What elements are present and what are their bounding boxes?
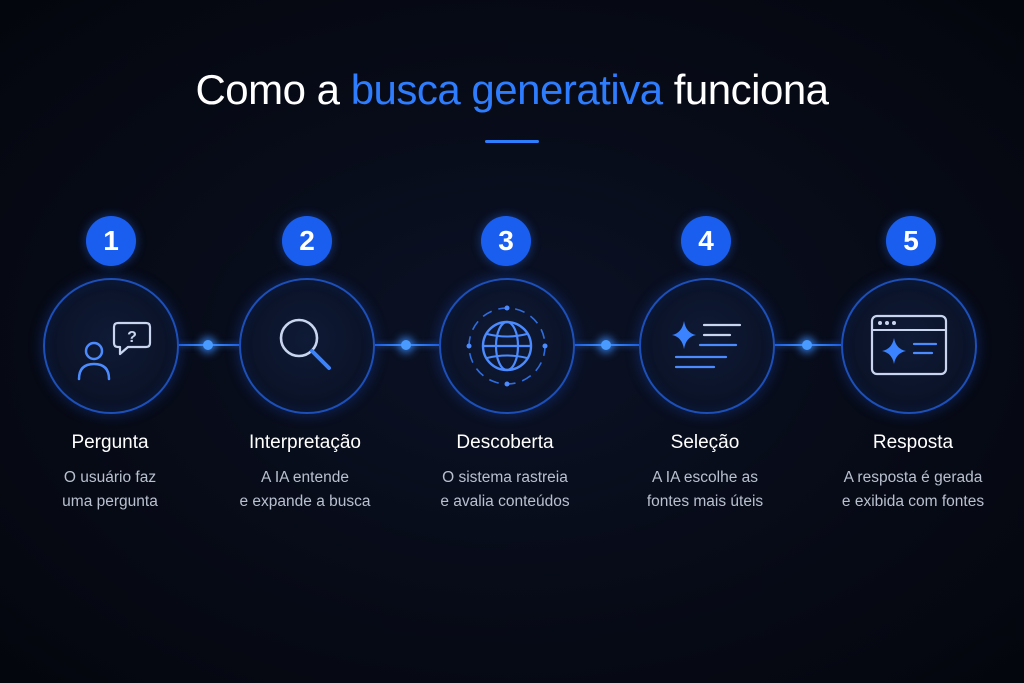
step-description: A IA escolhe as fontes mais úteis bbox=[605, 466, 805, 514]
step-icon-circle bbox=[639, 278, 775, 414]
connector-dot bbox=[401, 340, 411, 350]
connector-dot bbox=[802, 340, 812, 350]
title-part-1: Como a bbox=[195, 66, 351, 113]
browser-sparkle-icon bbox=[870, 314, 948, 376]
step-number-badge: 3 bbox=[481, 216, 531, 266]
title-part-2: funciona bbox=[662, 66, 829, 113]
title-underline bbox=[485, 140, 539, 143]
step-desc-line: O usuário faz bbox=[63, 469, 157, 486]
step-description: A IA entende e expande a busca bbox=[205, 466, 405, 514]
step-icon-circle bbox=[439, 278, 575, 414]
step-desc-line: O sistema rastreia bbox=[442, 469, 568, 486]
step-desc-line: A IA entende bbox=[261, 469, 349, 486]
connector-dot bbox=[203, 340, 213, 350]
step-desc-line: e avalia conteúdos bbox=[440, 493, 570, 510]
page-title: Como a busca generativa funciona bbox=[0, 62, 1024, 118]
step-icon-circle bbox=[841, 278, 977, 414]
step-desc-line: fontes mais úteis bbox=[646, 493, 764, 510]
step-title: Interpretação bbox=[249, 432, 361, 453]
globe-icon bbox=[466, 305, 548, 387]
step-number-badge: 5 bbox=[886, 216, 936, 266]
svg-text:?: ? bbox=[127, 329, 137, 346]
step-icon-circle: ? bbox=[43, 278, 179, 414]
connector-dot bbox=[601, 340, 611, 350]
step-title: Pergunta bbox=[71, 432, 149, 453]
step-number-badge: 1 bbox=[86, 216, 136, 266]
step-title: Descoberta bbox=[456, 432, 554, 453]
step-description: A resposta é gerada e exibida com fontes bbox=[813, 466, 1013, 514]
title-accent: busca generativa bbox=[350, 66, 663, 113]
step-icon-circle bbox=[239, 278, 375, 414]
sparkle-list-icon bbox=[672, 321, 742, 369]
step-desc-line: uma pergunta bbox=[62, 493, 158, 510]
step-title: Seleção bbox=[670, 432, 740, 453]
step-desc-line: e exibida com fontes bbox=[841, 493, 985, 510]
step-desc-line: A resposta é gerada bbox=[843, 469, 983, 486]
magnifier-icon bbox=[279, 318, 331, 370]
user-question-icon: ? bbox=[77, 321, 152, 381]
step-description: O sistema rastreia e avalia conteúdos bbox=[405, 466, 605, 514]
step-desc-line: A IA escolhe as bbox=[652, 469, 758, 486]
step-title: Resposta bbox=[872, 432, 954, 453]
step-number-badge: 4 bbox=[681, 216, 731, 266]
step-description: O usuário faz uma pergunta bbox=[10, 466, 210, 514]
step-number-badge: 2 bbox=[282, 216, 332, 266]
step-desc-line: e expande a busca bbox=[239, 493, 371, 510]
